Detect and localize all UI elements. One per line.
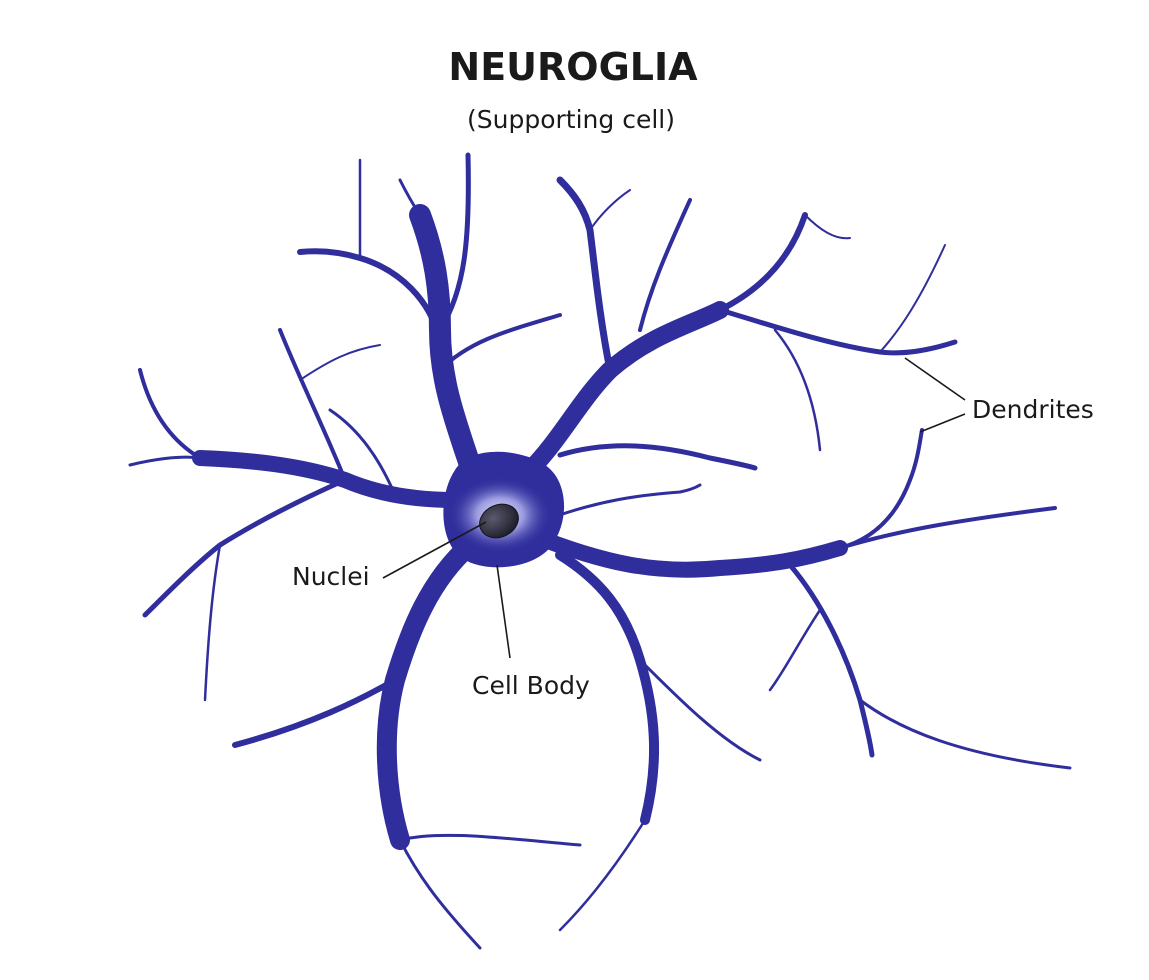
dendrite-branches — [128, 152, 1072, 950]
dendrite-branch — [638, 198, 692, 332]
dendrite-branch — [232, 677, 398, 748]
dendrite-branch — [192, 450, 463, 508]
dendrite-branch — [398, 833, 582, 847]
cell-body-label: Cell Body — [472, 671, 590, 700]
neuroglia-cell — [128, 152, 1072, 950]
nucleus-shape — [479, 503, 519, 539]
leader-lines — [382, 357, 966, 659]
dendrite-branch — [787, 562, 875, 758]
dendrite-branch — [717, 307, 958, 356]
dendrite-branch — [557, 443, 758, 471]
dendrite-branch — [297, 248, 443, 343]
dendrite-branch — [768, 608, 822, 692]
dendrite-branch — [773, 328, 822, 452]
cell-body-leader — [496, 564, 511, 659]
nuclei-label: Nuclei — [292, 562, 370, 591]
dendrite-branch — [328, 408, 397, 497]
dendrite-branch — [537, 532, 848, 578]
dendrite-branch — [804, 214, 851, 240]
dendrite-branch — [858, 698, 1072, 770]
dendrite-branch — [138, 368, 202, 460]
diagram-subtitle: (Supporting cell) — [467, 105, 675, 134]
dendrite-branch — [638, 658, 762, 762]
dendrites-leader-lower — [919, 413, 966, 433]
dendrite-branch — [438, 313, 562, 372]
dendrite-branch — [398, 838, 482, 950]
dendrites-label: Dendrites — [972, 395, 1094, 424]
dendrite-branch — [879, 244, 946, 353]
dendrite-branch — [589, 189, 631, 231]
dendrite-branch — [556, 176, 614, 374]
dendrites-leader-upper — [904, 357, 966, 401]
dendrite-branch — [376, 535, 480, 850]
nuclei-leader — [382, 521, 487, 579]
dendrite-branch — [128, 455, 202, 467]
dendrite-branch — [437, 152, 471, 333]
dendrite-branch — [543, 483, 702, 522]
dendrite-branch — [717, 212, 808, 313]
dendrite-branch — [558, 818, 647, 932]
diagram-title: NEUROGLIA — [448, 45, 698, 89]
dendrite-branch — [203, 543, 222, 702]
dendrite-branch — [838, 428, 924, 550]
dendrite-branch — [838, 506, 1057, 550]
dendrite-branch — [278, 328, 347, 482]
dendrite-branch — [409, 204, 481, 476]
dendrite-branch — [142, 477, 348, 618]
dendrite-branch — [299, 344, 381, 381]
dendrite-branch — [398, 178, 422, 217]
